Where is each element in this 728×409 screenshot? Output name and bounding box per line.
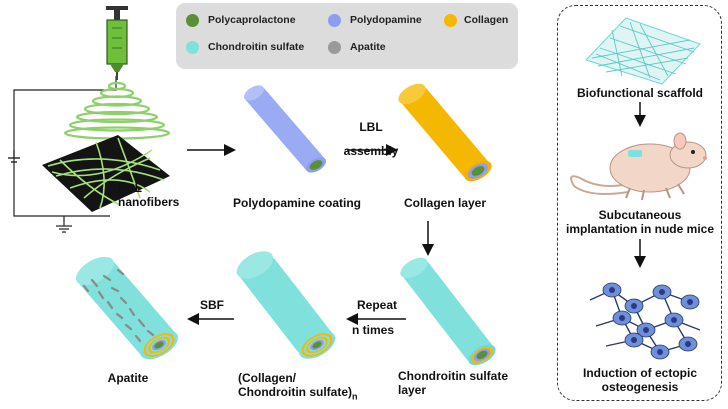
scaffold-label: Biofunctional scaffold xyxy=(577,86,703,100)
apatite-label: Apatite xyxy=(107,371,149,385)
legend-label-polydopamine: Polydopamine xyxy=(350,14,422,26)
repeat-times-label: n times xyxy=(352,323,395,337)
legend-swatch-polydopamine xyxy=(328,14,341,27)
spiral-jet xyxy=(63,81,171,140)
legend-swatch-polycaprolactone xyxy=(186,14,199,27)
ground-icon xyxy=(56,225,72,233)
legend-swatch-chondroitin-sulfate xyxy=(186,41,199,54)
multilayer-fiber xyxy=(236,251,336,359)
scaffold-mesh-icon xyxy=(585,17,701,85)
legend-label-apatite: Apatite xyxy=(350,41,386,53)
syringe-icon xyxy=(106,6,128,80)
legend: Polycaprolactone Polydopamine Collagen C… xyxy=(176,3,518,69)
cells-icon xyxy=(589,282,701,360)
apatite-crystals xyxy=(82,268,155,343)
mouse-icon xyxy=(570,132,707,201)
in-vivo-panel xyxy=(557,5,722,401)
apatite-fiber xyxy=(76,256,178,360)
legend-label-polycaprolactone: Polycaprolactone xyxy=(208,14,296,26)
collagen-label: Collagen layer xyxy=(403,196,487,210)
sbf-label: SBF xyxy=(200,298,224,312)
multilayer-subscript: n xyxy=(352,391,358,402)
legend-swatch-apatite xyxy=(328,41,341,54)
polydopamine-label: Polydopamine coating xyxy=(232,196,361,210)
arrows xyxy=(187,102,646,325)
legend-label-chondroitin-sulfate: Chondroitin sulfate xyxy=(208,41,305,53)
collagen-fiber xyxy=(398,83,492,182)
legend-swatch-collagen xyxy=(444,14,457,27)
legend-label-collagen: Collagen xyxy=(464,14,509,26)
polydopamine-fiber xyxy=(244,85,326,173)
pcl-nanofiber-mat xyxy=(42,135,170,212)
electrospinning-circuit xyxy=(13,76,117,226)
repeat-label: Repeat xyxy=(357,298,398,312)
multilayer-label: (Collagen/ Chondroitin sulfate)n xyxy=(238,371,358,402)
chondroitin-fiber xyxy=(400,257,496,366)
battery-icon xyxy=(8,157,20,163)
